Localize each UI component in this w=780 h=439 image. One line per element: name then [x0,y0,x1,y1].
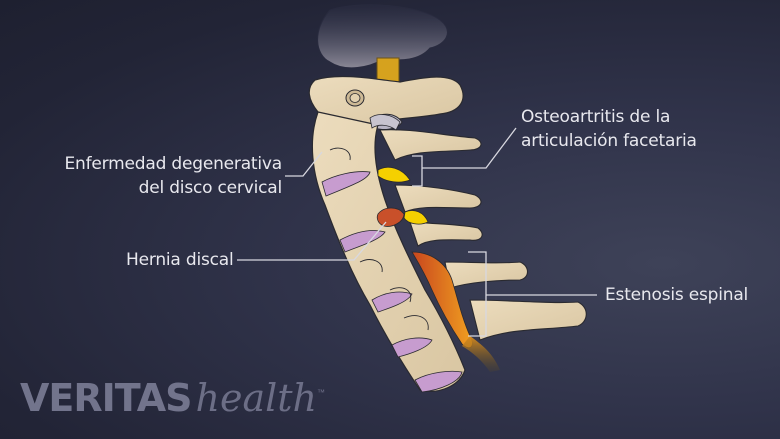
herniated-disc [376,207,405,227]
label-facet-oa-line1: Osteoartritis de la [521,107,671,127]
leader-stenosis [468,251,597,337]
inflamed-facet-lower [403,210,429,225]
spinal-cord-lower [462,336,500,372]
label-degenerative-disc-line1: Enfermedad degenerativa [64,154,283,174]
label-degenerative-disc-line2: del disco cervical [138,178,283,198]
leader-facet-oa [412,127,517,187]
logo-suffix: health [195,376,318,420]
label-facet-oa-line2: articulación facetaria [521,131,697,151]
skull-base [317,4,448,69]
leader-lines [237,127,597,337]
logo-brand: VERITAS [20,376,193,420]
spinous-process-c4 [409,221,483,247]
spinous-process-c2 [379,129,482,161]
logo-trademark: ™ [317,388,326,397]
label-spinal-stenosis: Estenosis espinal [605,285,749,305]
disc-degenerated [321,171,371,197]
inflamed-facet [377,166,411,183]
label-herniated-disc: Hernia discal [126,250,234,270]
disc [391,337,433,358]
leader-degenerative-disc [285,151,323,177]
leader-herniated-disc [237,221,387,261]
disc [414,370,463,393]
vertebral-bodies [311,111,466,392]
label-degenerative-disc: Enfermedad degenerativa del disco cervic… [20,152,283,200]
label-facet-osteoarthritis: Osteoartritis de la articulación facetar… [521,105,697,153]
disc [371,291,413,313]
spinous-process-c6 [469,299,587,341]
spinous-process-c3 [394,184,482,213]
veritas-health-logo: VERITAS health ™ [20,376,325,428]
